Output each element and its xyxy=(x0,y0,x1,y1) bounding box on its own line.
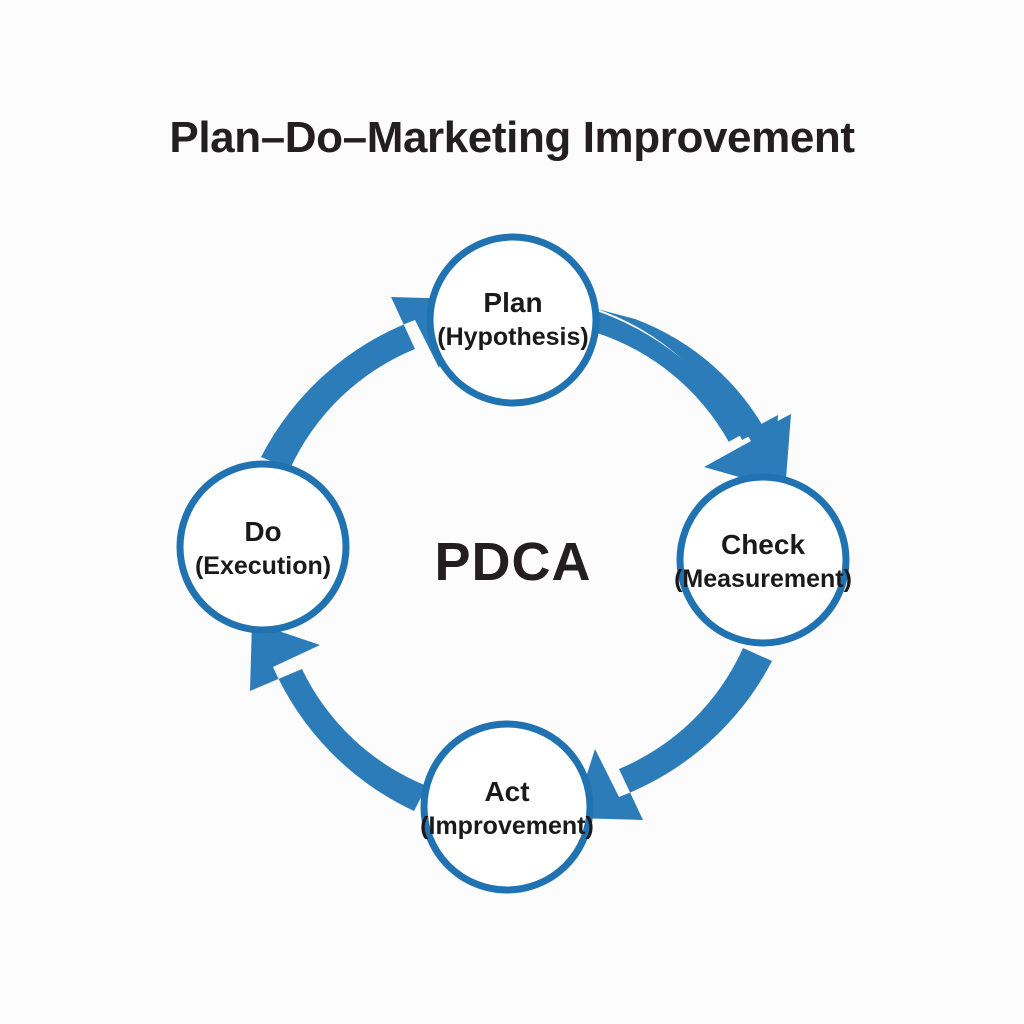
node-plan[interactable]: Plan (Hypothesis) xyxy=(426,233,600,407)
node-act-circle[interactable] xyxy=(420,720,594,894)
node-do-sublabel: (Execution) xyxy=(195,552,331,580)
arrow-do-to-plan-shape xyxy=(261,297,461,469)
node-act-label: Act xyxy=(484,776,529,807)
node-plan-circle[interactable] xyxy=(426,233,600,407)
node-plan-sublabel: (Hypothesis) xyxy=(437,323,588,351)
page-title: Plan–Do–Marketing Improvement xyxy=(169,113,855,162)
node-act[interactable]: Act (Improvement) xyxy=(420,720,594,894)
arrow-check-to-act-shape xyxy=(573,648,772,820)
arrow-act-to-do-shape xyxy=(250,622,427,811)
node-do[interactable]: Do (Execution) xyxy=(176,460,350,634)
arrow-band-group xyxy=(250,297,778,820)
node-check-sublabel: (Measurement) xyxy=(674,565,852,593)
node-check-label: Check xyxy=(721,529,805,560)
node-do-circle[interactable] xyxy=(176,460,350,634)
node-do-label: Do xyxy=(244,516,281,547)
center-label: PDCA xyxy=(434,532,591,592)
node-act-sublabel: (Improvement) xyxy=(420,812,594,840)
node-plan-label: Plan xyxy=(483,287,542,318)
node-check[interactable]: Check (Measurement) xyxy=(674,473,852,647)
node-check-circle[interactable] xyxy=(676,473,850,647)
arrow-plan-to-check xyxy=(597,309,791,479)
arrow-plan-to-check-shape xyxy=(588,308,778,487)
